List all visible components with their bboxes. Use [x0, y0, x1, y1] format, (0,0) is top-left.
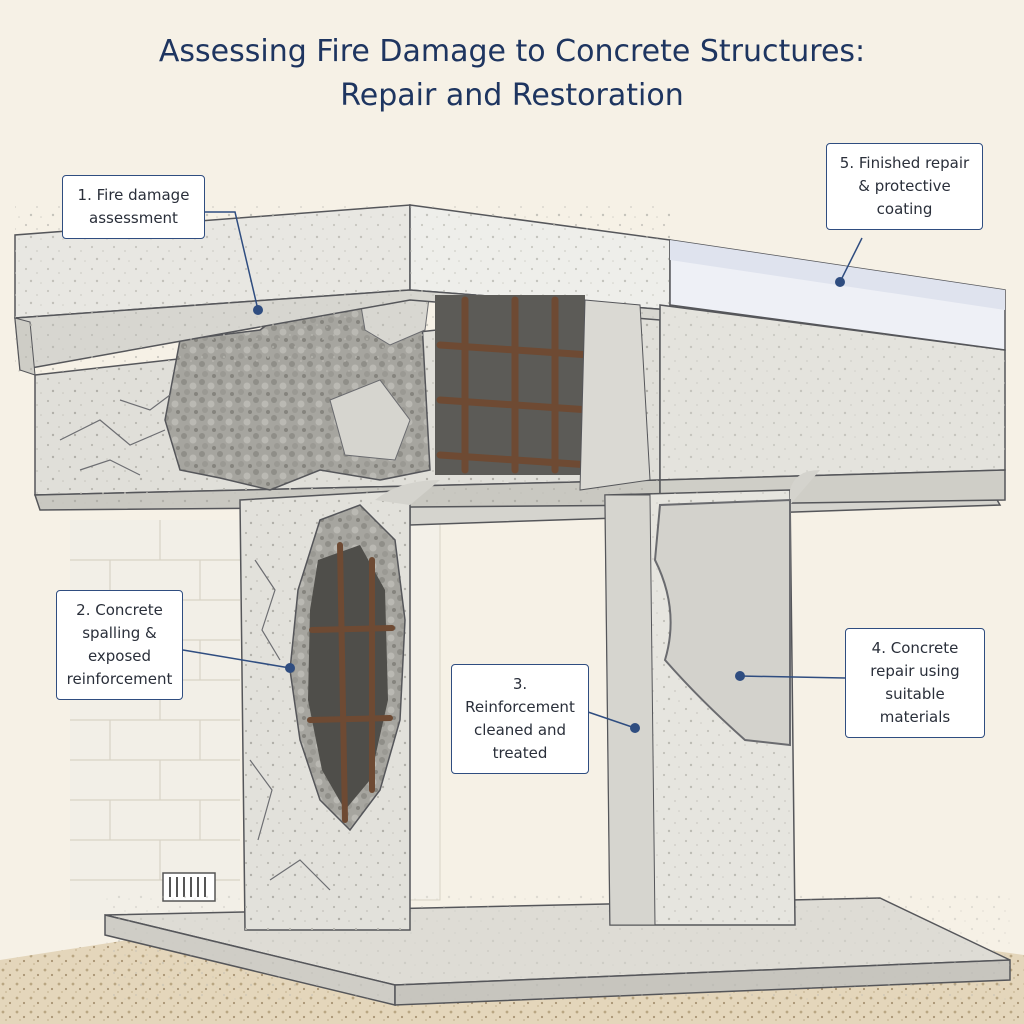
callout-3-line-1: 3. Reinforcement: [465, 675, 575, 716]
protective-coating-strip: [669, 239, 1006, 351]
callout-2-line-4: reinforcement: [66, 670, 173, 688]
damaged-column: [239, 480, 440, 931]
leader-line-2: [182, 649, 291, 669]
callout-2-line-2: spalling &: [82, 624, 157, 642]
callout-dot-5: [835, 277, 845, 287]
callout-4-line-4: materials: [879, 708, 951, 726]
callout-finished-repair: 5. Finished repair & protective coating: [826, 143, 983, 230]
callout-2-line-1: 2. Concrete: [76, 601, 163, 619]
title-line-1: Assessing Fire Damage to Concrete Struct…: [158, 34, 866, 69]
callout-5-line-1: 5. Finished repair: [839, 154, 970, 172]
title-line-2: Repair and Restoration: [340, 78, 684, 113]
patch-repair-area: [653, 498, 791, 747]
callout-4-line-1: 4. Concrete: [871, 639, 959, 657]
footing-slab: [104, 890, 1011, 1006]
callout-concrete-repair: 4. Concrete repair using suitable materi…: [845, 628, 985, 738]
callout-3-line-3: treated: [492, 744, 548, 762]
leader-line-1: [205, 211, 259, 311]
callout-dot-3: [630, 723, 640, 733]
callout-3-line-2: cleaned and: [473, 721, 567, 739]
leader-line-5: [839, 237, 863, 283]
callout-5-line-2: & protective: [858, 177, 951, 195]
leader-line-3: [587, 711, 636, 729]
callout-reinforcement-cleaned: 3. Reinforcement cleaned and treated: [451, 664, 589, 774]
callout-2-line-3: exposed: [87, 647, 152, 665]
callout-dot-2: [285, 663, 295, 673]
callout-5-line-3: coating: [876, 200, 933, 218]
leader-lines: [182, 211, 863, 729]
callout-concrete-spalling: 2. Concrete spalling & exposed reinforce…: [56, 590, 183, 700]
leader-line-4: [739, 675, 846, 679]
callout-1-line-1: 1. Fire damage: [77, 186, 190, 204]
callout-1-line-2: assessment: [89, 209, 178, 227]
callout-dots: [253, 277, 845, 733]
background-brick-wall: [70, 519, 441, 920]
callout-dot-4: [735, 671, 745, 681]
callout-4-line-3: suitable: [885, 685, 945, 703]
beam-exposed-rebar: [435, 295, 651, 491]
repaired-column: [604, 470, 820, 926]
callout-dot-1: [253, 305, 263, 315]
page-title: Assessing Fire Damage to Concrete Struct…: [0, 30, 1024, 118]
callout-4-line-2: repair using: [870, 662, 960, 680]
callout-fire-damage-assessment: 1. Fire damage assessment: [62, 175, 205, 239]
